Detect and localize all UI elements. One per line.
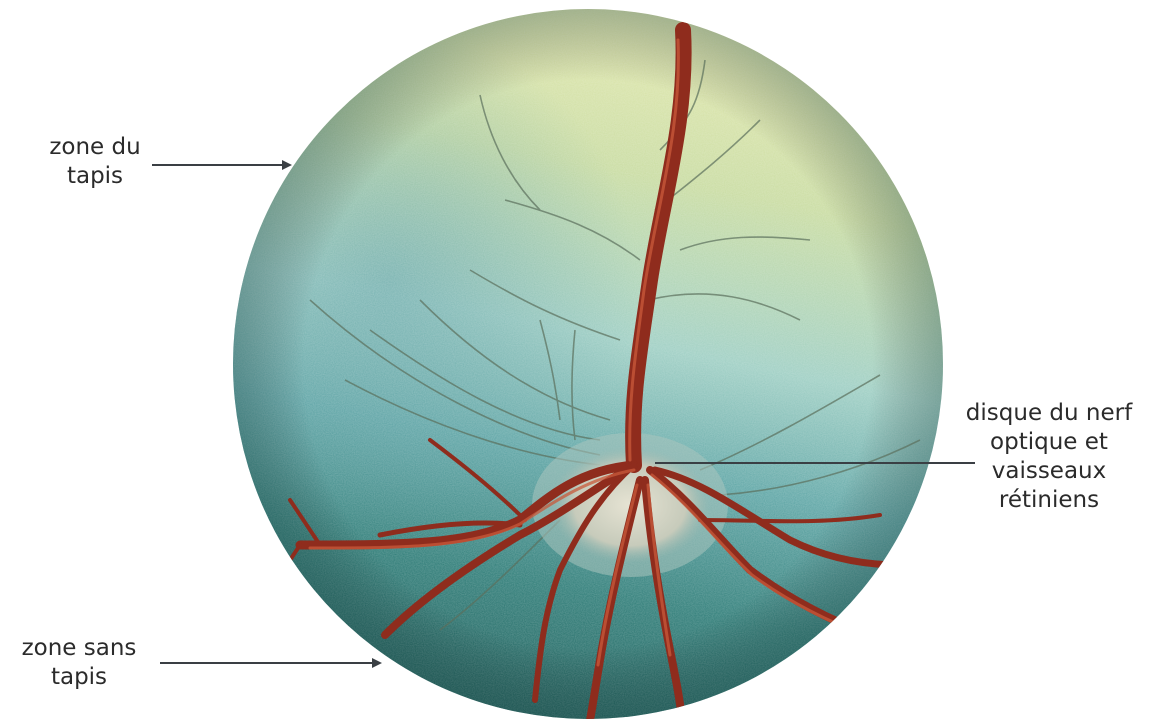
arrow-zone-tapis	[152, 160, 292, 170]
label-line: disque du nerf	[940, 399, 1158, 428]
fundus-disc	[233, 9, 943, 719]
label-zone-sans-tapis: zone sans tapis	[0, 634, 158, 692]
label-line: zone sans	[0, 634, 158, 663]
label-line: rétiniens	[940, 486, 1158, 515]
arrow-zone-sans-tapis	[160, 658, 382, 668]
label-line: zone du	[22, 133, 168, 162]
label-line: tapis	[0, 663, 158, 692]
label-disque-nerf-optique: disque du nerf optique et vaisseaux réti…	[940, 399, 1158, 515]
label-zone-du-tapis: zone du tapis	[22, 133, 168, 191]
label-line: vaisseaux	[940, 457, 1158, 486]
label-line: tapis	[22, 162, 168, 191]
label-line: optique et	[940, 428, 1158, 457]
